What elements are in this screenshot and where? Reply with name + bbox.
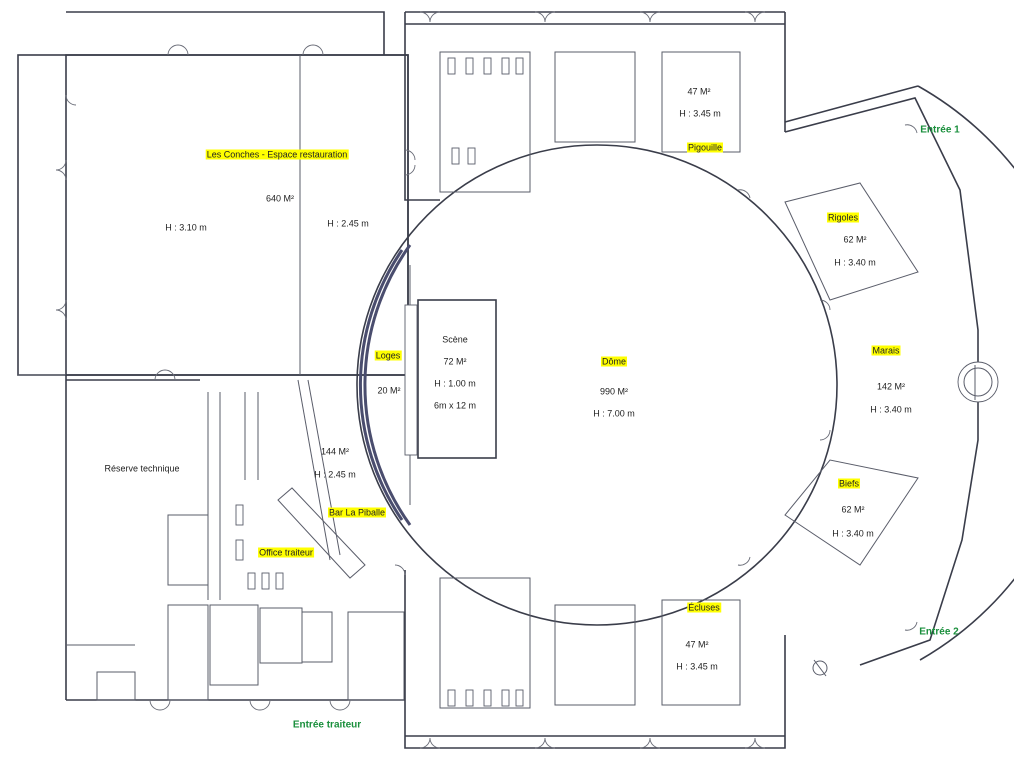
room-name-loges: Loges	[374, 350, 402, 361]
room-name-dome: Dôme	[600, 356, 628, 367]
room-label-reserve: Réserve technique	[104, 463, 180, 474]
room-height-dome: H : 7.00 m	[593, 408, 635, 419]
room-label-loges: Loges	[374, 350, 402, 362]
entrance-label-2: Entrée 2	[919, 626, 959, 638]
room-name-rigoles: Rigoles	[826, 212, 860, 223]
room-area-loges: 20 M²	[377, 385, 401, 396]
room-name-pigouille: Pigouille	[686, 142, 724, 153]
room-height-biefs: H : 3.40 m	[832, 528, 874, 539]
room-label-bar: Bar La Piballe	[327, 507, 387, 519]
room-height-bar: H : 2.45 m	[314, 469, 356, 480]
room-name-office: Office traiteur	[258, 547, 314, 558]
entrance-label-traiteur: Entrée traiteur	[292, 719, 362, 731]
room-height-scene: H : 1.00 m	[434, 378, 476, 389]
west-wing-walls	[17, 11, 409, 701]
room-area-conches: 640 M²	[265, 193, 295, 204]
room-area-rigoles: 62 M²	[843, 234, 867, 245]
room-area-dome: 990 M²	[599, 386, 629, 397]
room-height-pigouille: H : 3.45 m	[679, 108, 721, 119]
room-area-scene: 72 M²	[443, 356, 467, 367]
room-name-conches: Les Conches - Espace restauration	[205, 149, 349, 160]
room-name-marais: Marais	[871, 345, 901, 356]
room-label-marais: Marais	[871, 345, 901, 357]
room-label-office: Office traiteur	[258, 547, 314, 559]
room-height-ecluses: H : 3.45 m	[676, 661, 718, 672]
room-height-marais: H : 3.40 m	[870, 404, 912, 415]
room-label-rigoles: Rigoles	[826, 212, 860, 224]
room-label-dome: Dôme	[600, 356, 628, 368]
room-area-pigouille: 47 M²	[687, 86, 711, 97]
room-label-conches: Les Conches - Espace restauration	[205, 149, 349, 161]
room-label-biefs: Biefs	[837, 478, 861, 490]
room-label-pigouille: Pigouille	[686, 142, 724, 154]
entrance-label-1: Entrée 1	[920, 124, 960, 136]
room-area-biefs: 62 M²	[841, 504, 865, 515]
room-name-ecluses: Écluses	[687, 602, 721, 613]
room-height-conches-left: H : 3.10 m	[165, 222, 207, 233]
south-block-walls	[404, 570, 786, 749]
east-wing-walls	[784, 85, 1014, 666]
dome-walls	[356, 144, 838, 626]
north-arrow-icon	[812, 659, 828, 677]
north-block-walls	[404, 11, 786, 201]
room-area-ecluses: 47 M²	[685, 639, 709, 650]
room-label-ecluses: Écluses	[687, 602, 721, 614]
room-size-scene: 6m x 12 m	[433, 400, 477, 411]
room-height-rigoles: H : 3.40 m	[834, 257, 876, 268]
room-area-marais: 142 M²	[876, 381, 906, 392]
room-height-conches-right: H : 2.45 m	[327, 218, 369, 229]
room-label-scene: Scène	[442, 334, 468, 345]
room-name-bar: Bar La Piballe	[327, 507, 387, 518]
room-area-bar: 144 M²	[320, 446, 350, 457]
room-name-biefs: Biefs	[837, 478, 861, 489]
door-swings	[55, 11, 918, 749]
